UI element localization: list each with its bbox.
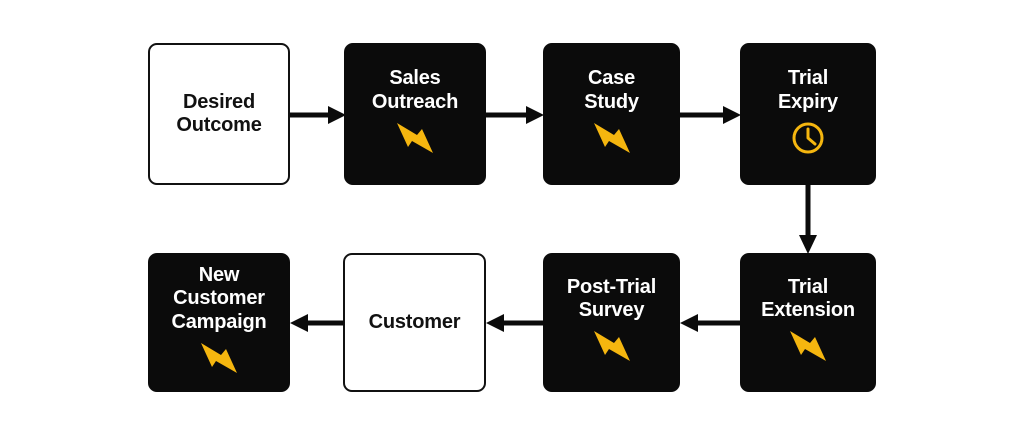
node-label: Case Study: [584, 67, 639, 113]
arrow-customer-to-new-customer-campaign: [290, 312, 344, 334]
lightning-bolt-icon: [592, 329, 632, 363]
arrow-trial-expiry-to-trial-extension: [797, 185, 819, 254]
arrow-desired-outcome-to-sales-outreach: [290, 104, 346, 126]
node-post-trial-survey[interactable]: Post-Trial Survey: [543, 253, 680, 392]
arrow-trial-extension-to-post-trial-survey: [680, 312, 741, 334]
lightning-bolt-icon: [199, 341, 239, 375]
node-trial-extension[interactable]: Trial Extension: [740, 253, 876, 392]
node-label: New Customer Campaign: [171, 264, 267, 333]
arrow-post-trial-survey-to-customer: [486, 312, 544, 334]
node-desired-outcome[interactable]: Desired Outcome: [148, 43, 290, 185]
node-customer[interactable]: Customer: [343, 253, 486, 392]
node-label: Customer: [368, 310, 461, 333]
lightning-bolt-icon: [592, 121, 632, 155]
arrow-case-study-to-trial-expiry: [680, 104, 741, 126]
node-label: Post-Trial Survey: [566, 275, 657, 321]
arrow-sales-outreach-to-case-study: [486, 104, 544, 126]
lightning-bolt-icon: [395, 121, 435, 155]
node-label: Sales Outreach: [371, 67, 459, 113]
node-label: Trial Extension: [761, 275, 855, 321]
lightning-bolt-icon: [788, 329, 828, 363]
node-sales-outreach[interactable]: Sales Outreach: [344, 43, 486, 185]
clock-icon: [791, 121, 825, 155]
node-label: Desired Outcome: [176, 90, 262, 136]
node-trial-expiry[interactable]: Trial Expiry: [740, 43, 876, 185]
node-label: Trial Expiry: [778, 67, 838, 113]
node-new-customer-campaign[interactable]: New Customer Campaign: [148, 253, 290, 392]
node-case-study[interactable]: Case Study: [543, 43, 680, 185]
